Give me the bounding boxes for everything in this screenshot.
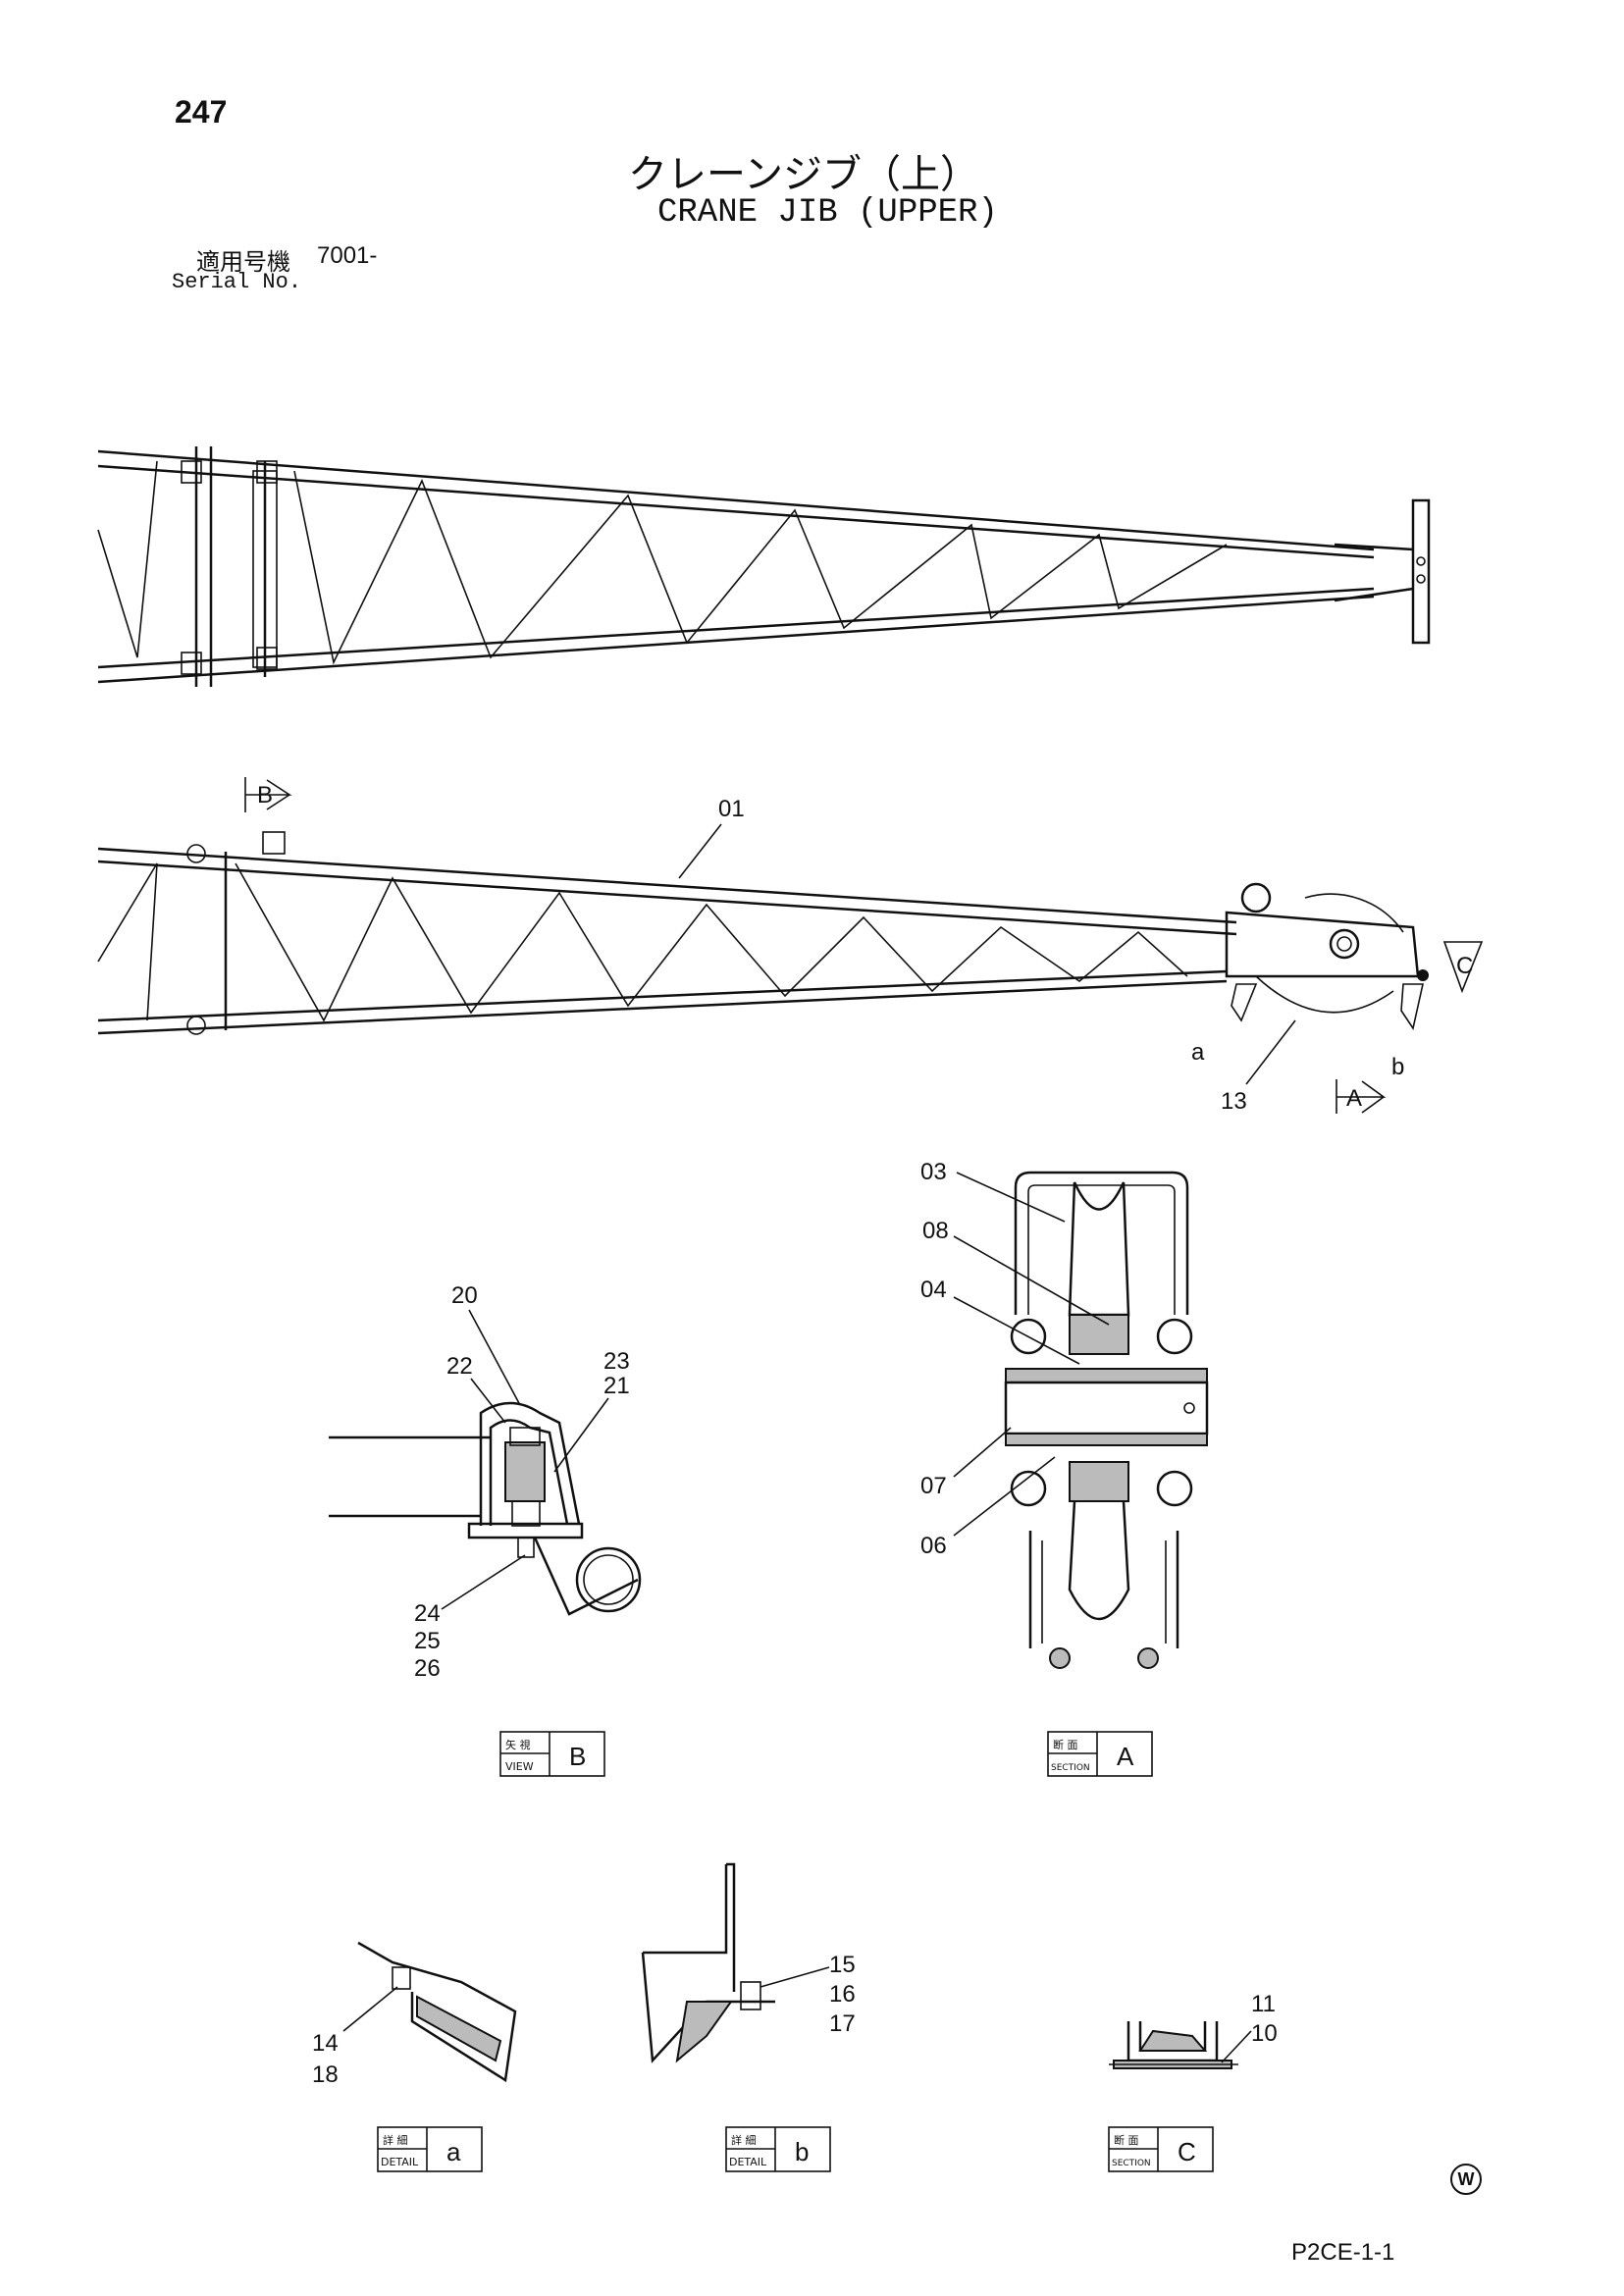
part-label-04: 04: [920, 1277, 947, 1303]
part-label-07: 07: [920, 1473, 947, 1499]
part-label-08: 08: [922, 1218, 949, 1244]
w-mark-symbol: W: [1450, 2164, 1482, 2195]
svg-text:詳 細: 詳 細: [383, 2133, 408, 2147]
part-label-10: 10: [1251, 2020, 1278, 2047]
part-label-13: 13: [1221, 1088, 1247, 1115]
jib-side-view: [97, 831, 1429, 1035]
svg-text:b: b: [795, 2137, 809, 2166]
section-a-drawing: [1004, 1171, 1209, 1669]
part-label-24: 24: [414, 1600, 441, 1627]
page-number: 247: [175, 94, 228, 130]
part-label-01: 01: [718, 796, 745, 822]
detail-a-drawing: [357, 1941, 517, 2083]
svg-text:SECTION: SECTION: [1051, 1763, 1090, 1773]
part-label-25: 25: [414, 1628, 441, 1654]
part-label-16: 16: [829, 1981, 856, 2008]
svg-text:VIEW: VIEW: [505, 1760, 534, 1773]
section-arrow-a: A: [1336, 1079, 1387, 1114]
caption-detail-a: 詳 細 DETAIL a: [377, 2126, 483, 2172]
part-label-22: 22: [446, 1353, 473, 1380]
part-label-20: 20: [451, 1282, 478, 1309]
part-label-14: 14: [312, 2030, 339, 2057]
title-japanese: クレーンジブ（上）: [628, 152, 979, 197]
section-arrow-c-letter: C: [1456, 953, 1473, 979]
serial-label-english: Serial No.: [172, 270, 302, 294]
svg-text:A: A: [1117, 1742, 1134, 1771]
part-label-26: 26: [414, 1655, 441, 1682]
svg-text:矢 視: 矢 視: [505, 1738, 531, 1751]
caption-detail-b: 詳 細 DETAIL b: [725, 2126, 831, 2172]
part-label-18: 18: [312, 2061, 339, 2088]
svg-text:DETAIL: DETAIL: [381, 2156, 419, 2168]
part-label-03: 03: [920, 1159, 947, 1185]
svg-text:DETAIL: DETAIL: [729, 2156, 767, 2168]
title-english: CRANE JIB (UPPER): [657, 194, 998, 232]
view-arrow-b-letter: B: [257, 782, 273, 809]
svg-text:詳 細: 詳 細: [731, 2133, 757, 2147]
part-label-15: 15: [829, 1952, 856, 1978]
svg-text:B: B: [569, 1742, 586, 1771]
jib-plan-view: [97, 446, 1431, 687]
caption-view-b: 矢 視 VIEW B: [499, 1731, 605, 1777]
part-label-06: 06: [920, 1533, 947, 1559]
section-arrow-c: C: [1442, 941, 1484, 994]
callout-01: 01: [678, 796, 745, 879]
view-arrow-b: B: [244, 777, 292, 812]
caption-section-a: 断 面 SECTION A: [1047, 1731, 1153, 1777]
caption-section-c: 断 面 SECTION C: [1108, 2126, 1214, 2172]
section-arrow-a-letter: A: [1346, 1085, 1362, 1112]
svg-text:a: a: [446, 2137, 461, 2166]
callout-label-b: b: [1391, 1054, 1404, 1080]
part-label-21: 21: [603, 1373, 630, 1399]
svg-text:C: C: [1178, 2137, 1196, 2166]
view-b-drawing: [329, 1401, 642, 1616]
detail-b-drawing: [641, 1862, 775, 2063]
part-label-17: 17: [829, 2010, 856, 2037]
callout-13: 13: [1221, 1019, 1296, 1115]
serial-value: 7001-: [317, 242, 378, 269]
footer-code: P2CE-1-1: [1291, 2239, 1395, 2266]
part-label-23: 23: [603, 1348, 630, 1375]
callout-label-a: a: [1191, 1039, 1205, 1066]
part-label-11: 11: [1251, 1991, 1276, 2017]
svg-text:断 面: 断 面: [1053, 1738, 1078, 1751]
svg-text:断 面: 断 面: [1114, 2133, 1139, 2147]
serial-label-japanese: 適用号機: [196, 248, 290, 276]
section-c-drawing: [1109, 2021, 1238, 2069]
svg-text:SECTION: SECTION: [1112, 2159, 1151, 2168]
